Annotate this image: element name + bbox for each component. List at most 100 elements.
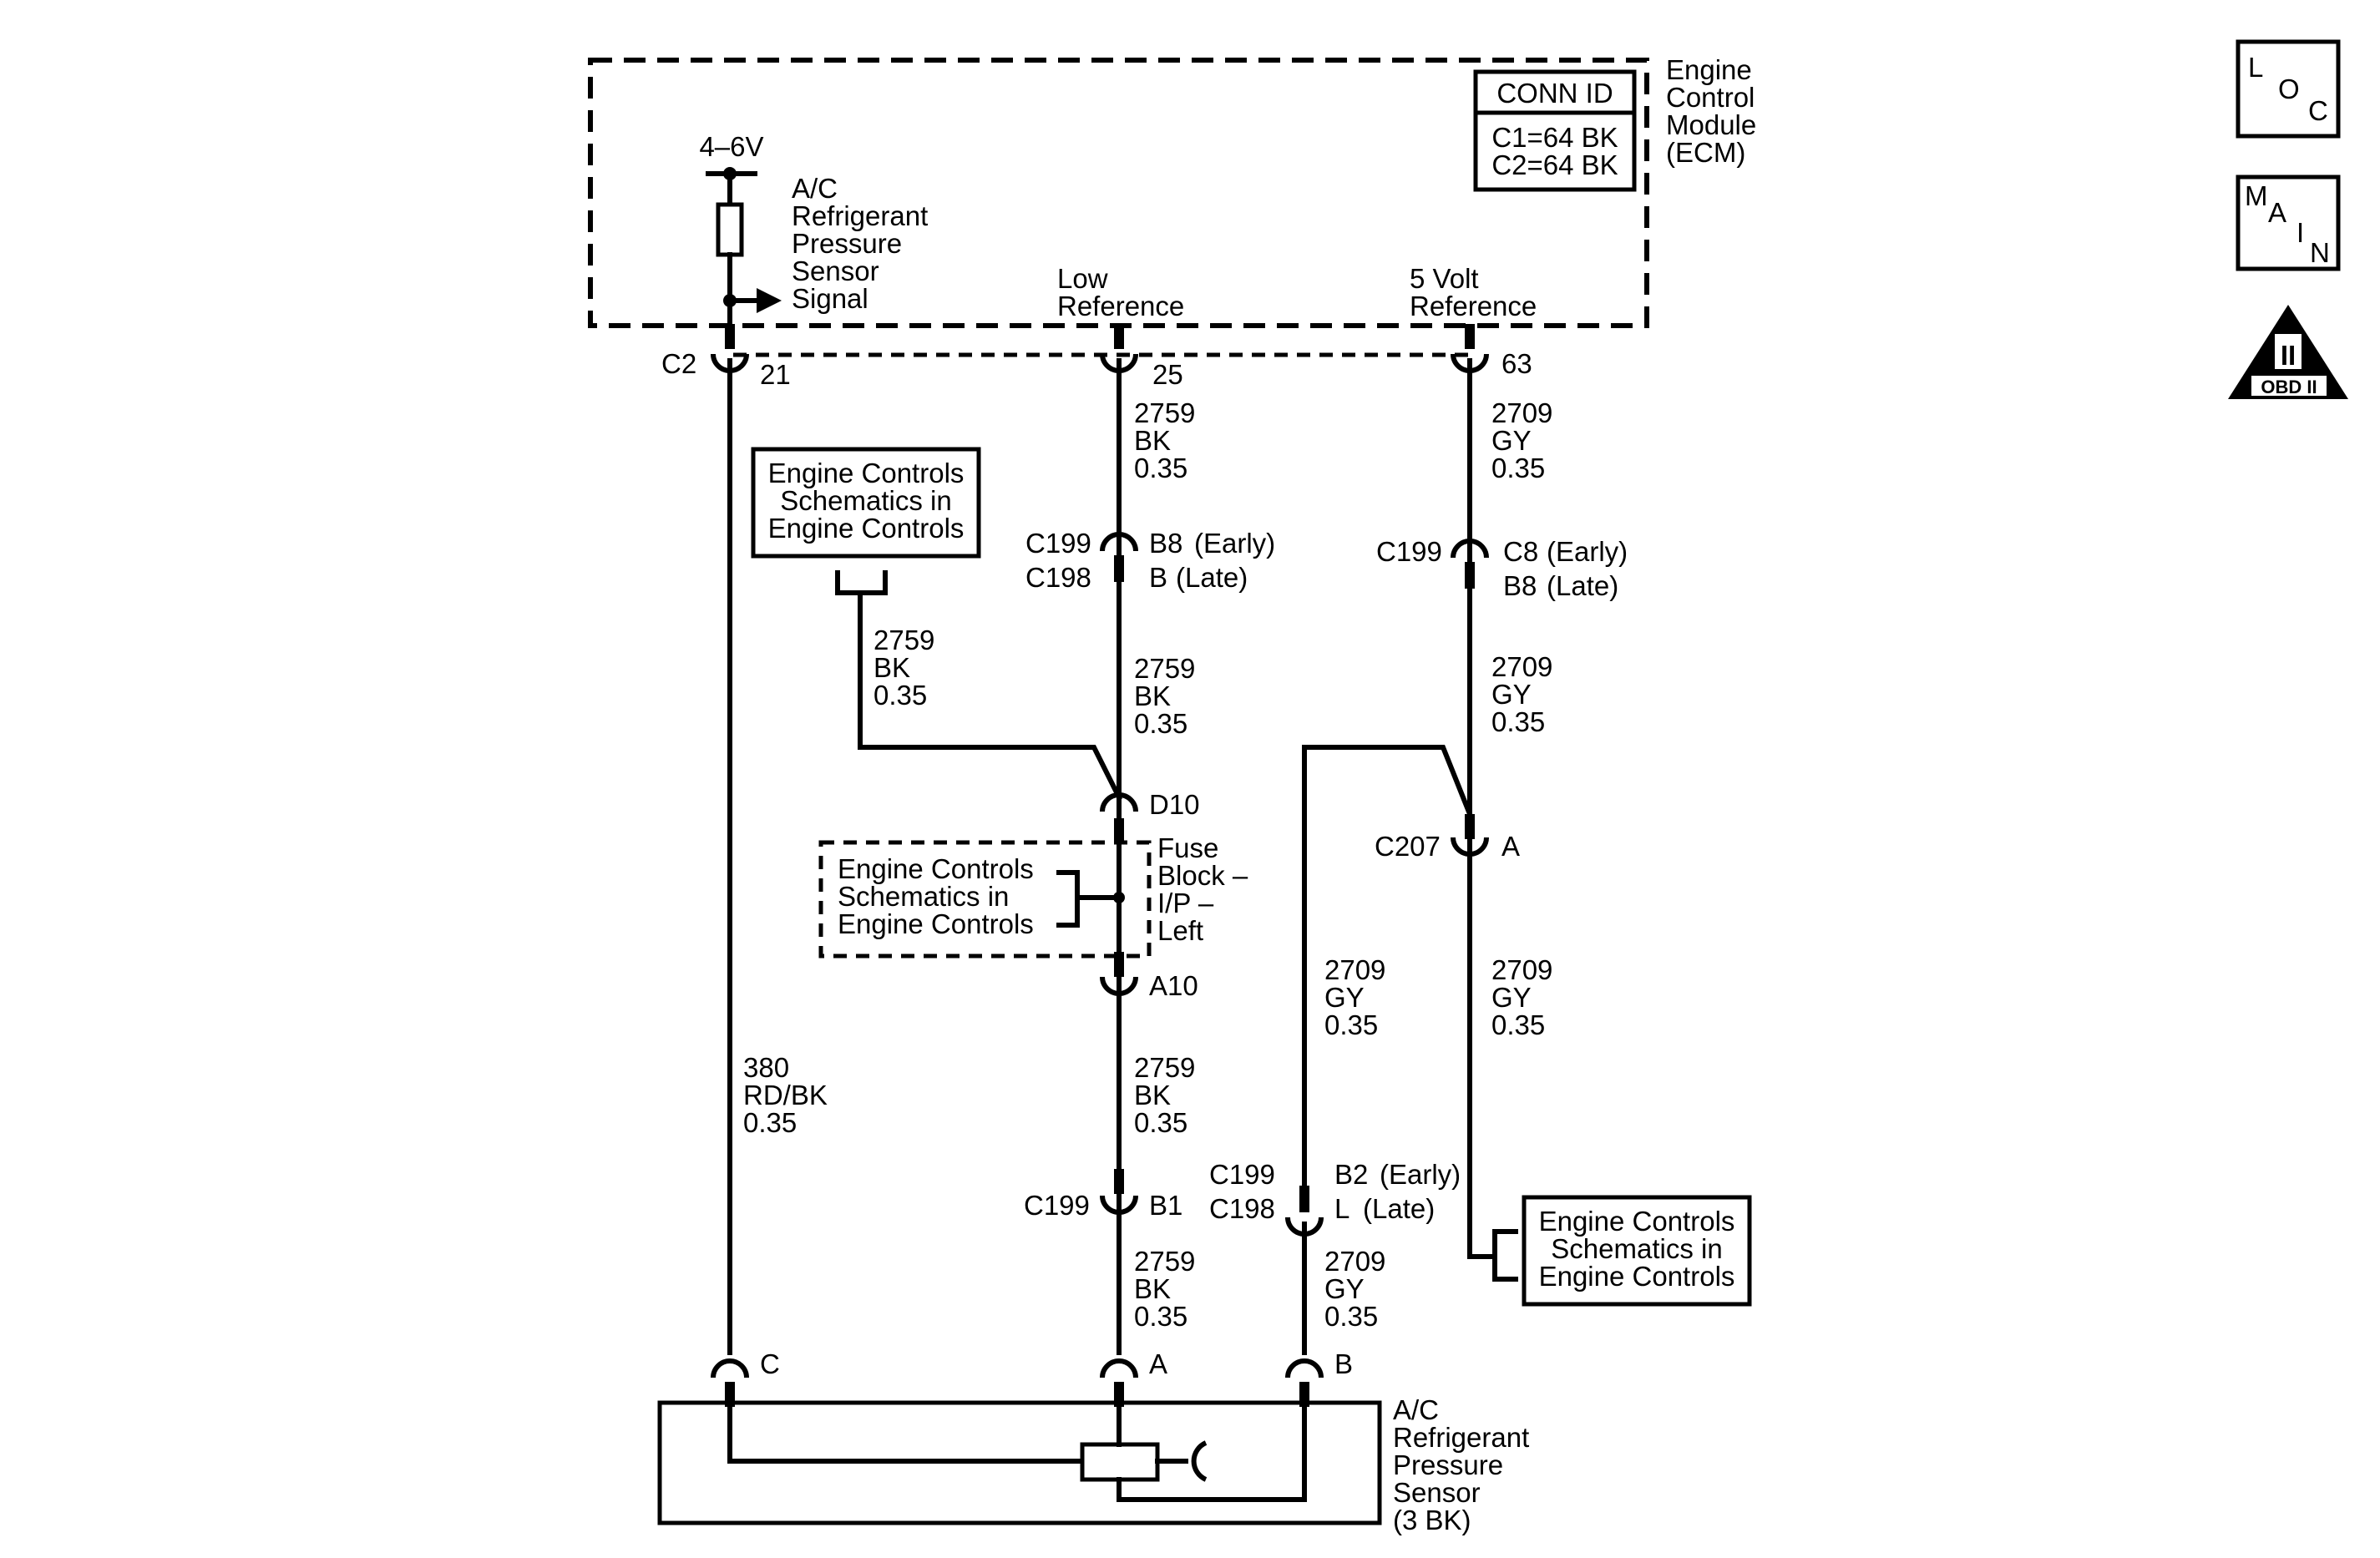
ecm-name-3: Module (1666, 109, 1756, 140)
w2709-d-size: 0.35 (1324, 1009, 1378, 1040)
loc-letter-l: L (2248, 52, 2263, 83)
c198-sensor-late: (Late) (1363, 1193, 1435, 1224)
pullup-resistor (716, 202, 744, 257)
w2709-a-size: 0.35 (1491, 453, 1545, 483)
circuit-380: 380 RD/BK 0.35 (727, 358, 828, 1355)
d10-label: D10 (1149, 789, 1200, 820)
w2759-e-size: 0.35 (1134, 1301, 1187, 1332)
c207-pin: A (1501, 831, 1520, 862)
signal-arrow-icon (757, 288, 782, 313)
sensor-pin-a: A (1149, 1348, 1167, 1379)
c199-b1-pin: B1 (1149, 1190, 1182, 1221)
conn-id-c2: C2=64 BK (1491, 149, 1618, 180)
c198-sensor-bottom: C198 (1209, 1193, 1275, 1224)
c198-low-pin-b: B (1149, 562, 1167, 593)
c199-5v-top: C199 (1376, 536, 1442, 567)
ecm-name-4: (ECM) (1666, 137, 1745, 168)
w2759-c-number: 2759 (874, 625, 934, 655)
c199-sensor-top: C199 (1209, 1159, 1275, 1190)
ecm-connector-c2: C2 21 25 63 (661, 324, 1532, 390)
w2759-d-number: 2759 (1134, 1052, 1195, 1083)
w2709-e-number: 2709 (1324, 1246, 1385, 1277)
ref-box-upper-1: Engine Controls (768, 458, 965, 488)
fuse-block-1: Fuse (1157, 832, 1218, 863)
signal-label-3: Pressure (792, 228, 902, 259)
sensor-name-2: Refrigerant (1393, 1422, 1529, 1453)
low-reference-2: Reference (1057, 291, 1184, 321)
sensor-connector: C A B (711, 1348, 1353, 1407)
obd-ii-button[interactable]: II OBD II (2228, 305, 2348, 399)
c199-5v-early: (Early) (1547, 536, 1628, 567)
ref-box-upper[interactable]: Engine Controls Schematics in Engine Con… (751, 447, 981, 595)
sensor-name-5: (3 BK) (1393, 1505, 1471, 1535)
sensor-name-3: Pressure (1393, 1449, 1503, 1480)
w2759-a-size: 0.35 (1134, 453, 1187, 483)
c199-5v-late: (Late) (1547, 570, 1618, 601)
c199-b1-label: C199 (1024, 1190, 1090, 1221)
ref-box-upper-3: Engine Controls (768, 513, 965, 544)
ref-box-fuse-1: Engine Controls (838, 853, 1034, 884)
signal-label-2: Refrigerant (792, 200, 928, 231)
main-button[interactable]: M A I N (2236, 175, 2341, 271)
w2709-e-color: GY (1324, 1273, 1365, 1304)
c199-5v-pin-c8: C8 (1503, 536, 1538, 567)
c199-sensor-early: (Early) (1380, 1159, 1461, 1190)
fuse-block-3: I/P – (1157, 888, 1214, 918)
ref-box-lower[interactable]: Engine Controls Schematics in Engine Con… (1522, 1195, 1752, 1307)
sensor-pin-b: B (1334, 1348, 1353, 1379)
pin-25: 25 (1152, 359, 1183, 390)
circuit-2709: 2709 GY 0.35 C199 C8 (Early) B8 (Late) 2… (1209, 358, 1628, 1355)
conn-id-c1: C1=64 BK (1491, 122, 1618, 153)
five-volt-reference-2: Reference (1410, 291, 1537, 321)
pin-63: 63 (1501, 348, 1532, 379)
w2759-a-number: 2759 (1134, 397, 1195, 428)
w2759-a-color: BK (1134, 425, 1171, 456)
ecm-name-1: Engine (1666, 54, 1752, 85)
ref-box-fuse-3: Engine Controls (838, 908, 1034, 939)
w2759-d-size: 0.35 (1134, 1107, 1187, 1138)
w2759-e-color: BK (1134, 1273, 1171, 1304)
w2709-a-color: GY (1491, 425, 1532, 456)
c199-sensor-pin-b2: B2 (1334, 1159, 1368, 1190)
c198-low-bottom: C198 (1025, 562, 1091, 593)
w2709-d-color: GY (1324, 982, 1365, 1013)
pin-21: 21 (760, 359, 791, 390)
a10-label: A10 (1149, 970, 1198, 1001)
c199-low-top: C199 (1025, 528, 1091, 559)
loc-button[interactable]: L O C (2236, 39, 2341, 139)
ref-box-fuse-2: Schematics in (838, 881, 1009, 912)
main-letter-i: I (2296, 217, 2304, 248)
pressure-sensor: A/C Refrigerant Pressure Sensor (3 BK) (657, 1394, 1529, 1535)
w2709-e-size: 0.35 (1324, 1301, 1378, 1332)
main-letter-n: N (2310, 237, 2330, 268)
ref-box-lower-3: Engine Controls (1539, 1261, 1735, 1292)
signal-label-5: Signal (792, 283, 868, 314)
ref-box-fuse[interactable]: Engine Controls Schematics in Engine Con… (818, 840, 1152, 959)
fuse-block-4: Left (1157, 915, 1203, 946)
ecm-name-2: Control (1666, 82, 1755, 113)
c2-label: C2 (661, 348, 696, 379)
signal-label-4: Sensor (792, 255, 879, 286)
low-reference-1: Low (1057, 263, 1108, 294)
w2759-d-color: BK (1134, 1080, 1171, 1110)
c198-sensor-pin-l: L (1334, 1193, 1350, 1224)
w2709-b-color: GY (1491, 679, 1532, 710)
conn-id-header: CONN ID (1496, 78, 1613, 109)
five-volt-reference-1: 5 Volt (1410, 263, 1479, 294)
c199-low-early: (Early) (1194, 528, 1275, 559)
sensor-name-4: Sensor (1393, 1477, 1481, 1508)
w2709-c-size: 0.35 (1491, 1009, 1545, 1040)
sensor-pin-c: C (760, 1348, 780, 1379)
obd-numeral: II (2281, 340, 2296, 371)
ref-box-lower-2: Schematics in (1551, 1233, 1722, 1264)
w380-color: RD/BK (743, 1080, 828, 1110)
supply-voltage: 4–6V (699, 131, 763, 162)
ref-box-lower-1: Engine Controls (1539, 1206, 1735, 1237)
ref-box-upper-2: Schematics in (780, 485, 951, 516)
loc-letter-c: C (2308, 95, 2328, 126)
obd-label: OBD II (2261, 377, 2317, 397)
w2709-b-size: 0.35 (1491, 706, 1545, 737)
w380-size: 0.35 (743, 1107, 797, 1138)
w2709-c-number: 2709 (1491, 954, 1552, 985)
